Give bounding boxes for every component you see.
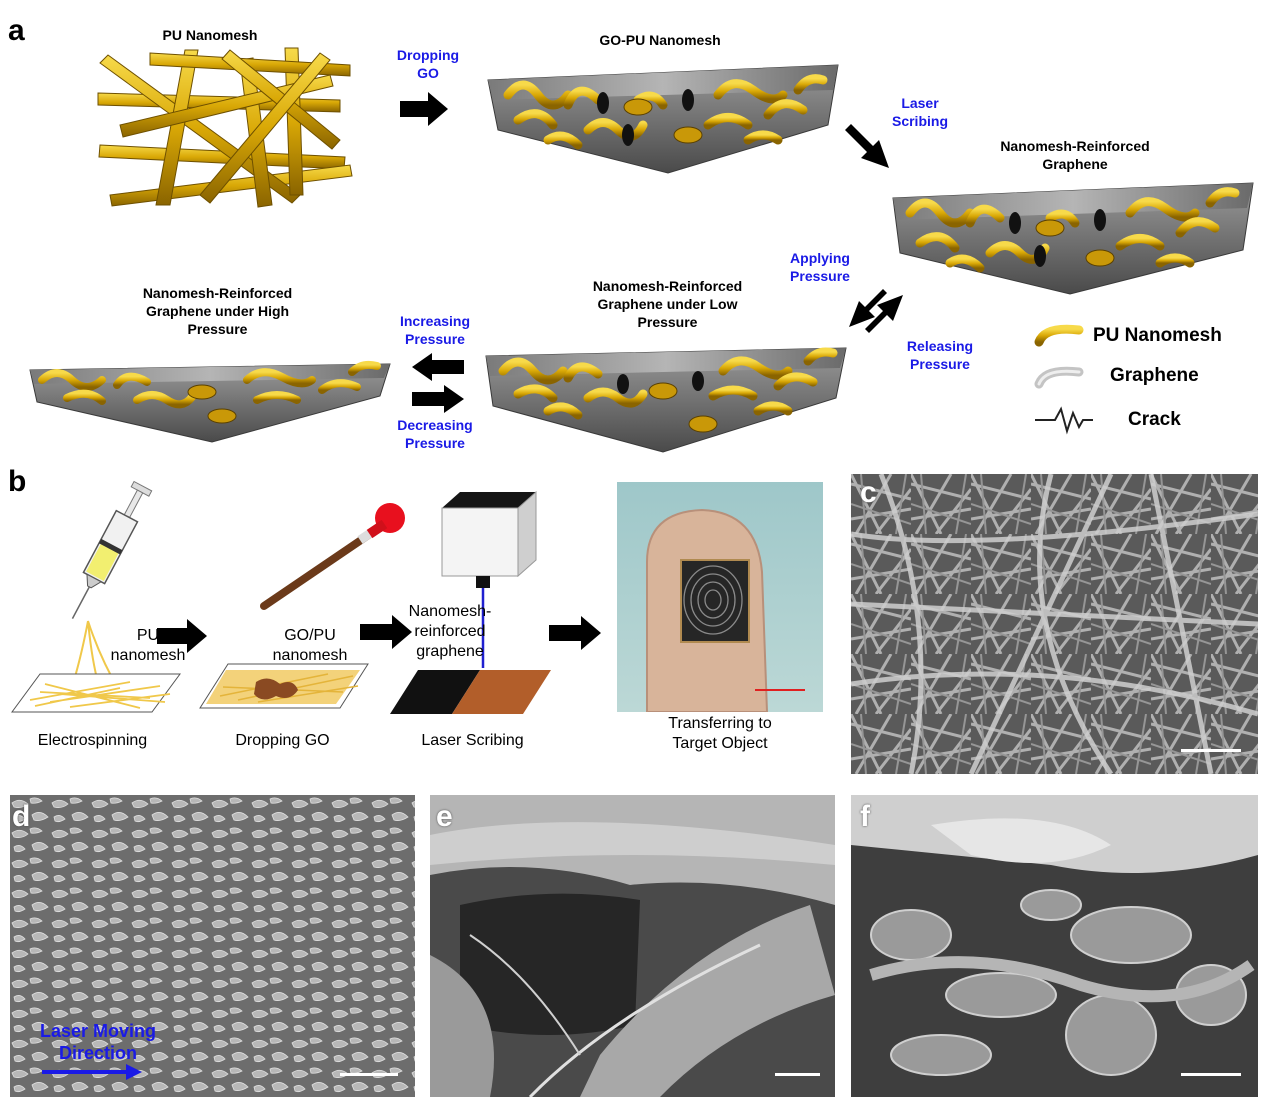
low-pressure-title: Nanomesh-Reinforced Graphene under Low P… — [560, 277, 775, 331]
applying-line1: Applying — [790, 250, 850, 266]
increasing-pressure-label: Increasing Pressure — [390, 312, 480, 348]
nrg-title: Nanomesh-Reinforced Graphene — [975, 137, 1175, 173]
panel-a-letter: a — [8, 14, 25, 47]
legend-pu-nanomesh: PU Nanomesh — [1093, 325, 1222, 346]
sem-image-e — [430, 795, 835, 1097]
sem-image-f — [851, 795, 1258, 1097]
low-pressure-line1: Nanomesh-Reinforced — [592, 278, 743, 294]
crack-legend-icon — [1035, 406, 1093, 435]
arrow-right-b1-icon — [157, 619, 207, 653]
releasing-line1: Releasing — [906, 338, 974, 354]
go-pu-substrate — [199, 663, 369, 709]
increasing-line2: Pressure — [405, 331, 465, 347]
gopu-nanomesh-b-label: GO/PU nanomesh — [255, 626, 365, 666]
laser-scribing-label: Laser Scribing — [880, 94, 960, 130]
legend-graphene: Graphene — [1110, 365, 1199, 386]
nrg-illustration — [892, 182, 1254, 295]
nrg-b-line1: Nanomesh- — [408, 603, 492, 620]
applying-pressure-label: Applying Pressure — [775, 249, 865, 285]
gopu-line2: nanomesh — [272, 647, 348, 664]
step-transfer: Transferring to Target Object — [625, 714, 815, 754]
dropping-go-label: Dropping GO — [385, 46, 471, 82]
laser-substrate — [390, 670, 551, 714]
decreasing-line1: Decreasing — [397, 417, 473, 433]
decreasing-pressure-label: Decreasing Pressure — [390, 416, 480, 452]
dropping-go-line2: GO — [417, 65, 439, 81]
scale-bar-c — [1181, 749, 1241, 752]
pu-line2: nanomesh — [110, 647, 186, 664]
nrg-b-line2: reinforced — [414, 623, 486, 640]
laser-direction-line1: Laser Moving — [39, 1021, 157, 1041]
laser-direction-line2: Direction — [58, 1043, 137, 1063]
step-laser-scribing: Laser Scribing — [421, 732, 524, 749]
nrg-b-label: Nanomesh- reinforced graphene — [405, 602, 495, 662]
high-pressure-line1: Nanomesh-Reinforced — [142, 285, 293, 301]
panel-b-letter: b — [8, 465, 27, 498]
pu-nanomesh-b-label: PU nanomesh — [108, 626, 188, 666]
scale-bar-e — [775, 1073, 820, 1076]
arrow-diagonal-icon — [845, 124, 889, 168]
laser-direction-arrow-icon — [42, 1064, 142, 1080]
high-pressure-line3: Pressure — [187, 321, 248, 337]
increasing-line1: Increasing — [399, 313, 471, 329]
nrg-title-line1: Nanomesh-Reinforced — [1000, 138, 1150, 154]
low-pressure-line2: Graphene under Low — [597, 296, 738, 312]
scale-bar-f — [1181, 1073, 1241, 1076]
arrow-right-b3-icon — [549, 616, 601, 650]
scale-bar-d — [340, 1073, 398, 1076]
legend-crack: Crack — [1128, 409, 1181, 430]
finger-photo — [617, 482, 823, 712]
step-electrospinning: Electrospinning — [37, 732, 148, 749]
pu-nanomesh-legend-icon — [1034, 324, 1084, 347]
high-pressure-illustration — [29, 360, 391, 443]
step-dropping-go: Dropping GO — [235, 732, 330, 749]
pu-line1: PU — [136, 627, 160, 644]
low-pressure-illustration — [485, 347, 847, 453]
high-pressure-title: Nanomesh-Reinforced Graphene under High … — [110, 284, 325, 338]
releasing-line2: Pressure — [910, 356, 970, 372]
sem-image-d — [10, 795, 415, 1097]
dropper-icon — [260, 503, 405, 610]
nrg-title-line2: Graphene — [1042, 156, 1108, 172]
laser-head-icon — [441, 490, 537, 668]
laser-direction-label: Laser Moving Direction — [28, 1020, 168, 1064]
go-pu-nanomesh-illustration — [487, 64, 839, 174]
pu-nanomesh-illustration — [97, 47, 353, 208]
releasing-pressure-label: Releasing Pressure — [895, 337, 985, 373]
applying-line2: Pressure — [790, 268, 850, 284]
laser-scribing-line1: Laser — [901, 95, 939, 111]
go-pu-nanomesh-title: GO-PU Nanomesh — [599, 32, 721, 48]
electrospinning-substrate — [11, 673, 181, 713]
panel-f-letter: f — [860, 800, 870, 833]
low-pressure-line3: Pressure — [637, 314, 698, 330]
pu-nanomesh-title: PU Nanomesh — [162, 27, 258, 43]
laser-scribing-line2: Scribing — [891, 113, 948, 129]
syringe-icon — [69, 480, 153, 694]
dropping-go-line1: Dropping — [396, 47, 460, 63]
high-pressure-line2: Graphene under High — [145, 303, 290, 319]
sem-image-c — [851, 474, 1258, 774]
left-right-arrows-icon — [412, 353, 464, 413]
double-diagonal-arrow-icon — [849, 289, 903, 333]
panel-e-letter: e — [436, 800, 453, 833]
gopu-line1: GO/PU — [284, 627, 336, 644]
transfer-line1: Transferring to — [668, 715, 772, 732]
transfer-line2: Target Object — [672, 735, 768, 752]
arrow-right-icon — [400, 92, 448, 126]
panel-c-letter: c — [860, 476, 877, 509]
graphene-legend-icon — [1034, 366, 1084, 389]
nrg-b-line3: graphene — [416, 643, 484, 660]
arrow-right-b2-icon — [360, 615, 412, 649]
panel-d-letter: d — [12, 800, 31, 833]
decreasing-line2: Pressure — [405, 435, 465, 451]
